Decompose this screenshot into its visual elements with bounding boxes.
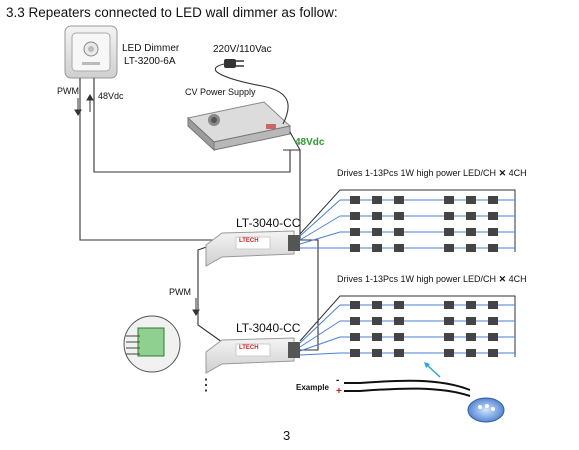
led-group-2-text: Drives 1-13Pcs 1W high power LED/CH — [337, 274, 497, 284]
example-wiring — [344, 362, 505, 423]
led-group-1-text: Drives 1-13Pcs 1W high power LED/CH — [337, 168, 497, 178]
channel-wires — [299, 199, 341, 356]
dimmer-name-label: LED Dimmer — [122, 43, 180, 54]
dimmer-model-label: LT-3200-6A — [124, 56, 176, 67]
repeater-2-brand: LTECH — [239, 345, 259, 351]
led-group-1-times: ✕ — [498, 168, 507, 178]
mains-voltage-label: 220V/110Vac — [213, 44, 272, 55]
page-number: 3 — [283, 428, 291, 443]
repeater-device-2 — [205, 337, 300, 374]
example-label: Example — [296, 383, 329, 392]
repeater-1-brand: LTECH — [239, 238, 259, 244]
led-group-1-caption: Drives 1-13Pcs 1W high power LED/CH ✕ 4C… — [337, 168, 527, 179]
led-dimmer-device — [64, 25, 118, 79]
repeater-device-1 — [205, 230, 300, 267]
led-group-2-channels: 4CH — [508, 274, 527, 284]
common-wires — [299, 189, 516, 357]
dimmer-pwm-label: PWM — [57, 86, 79, 96]
mains-plug — [224, 59, 244, 68]
repeater-link-pwm-label: PWM — [169, 287, 191, 297]
repeater-2-model: LT-3040-CC — [236, 321, 301, 335]
example-minus: - — [336, 375, 340, 386]
led-chips — [350, 196, 498, 357]
led-array-1 — [340, 199, 515, 249]
example-plus: + — [336, 386, 342, 397]
section-heading: 3.3 Repeaters connected to LED wall dimm… — [6, 5, 338, 20]
cv-power-supply-device — [186, 101, 292, 152]
signal-arrows — [74, 94, 200, 316]
led-array-2 — [340, 304, 515, 354]
led-group-2-caption: Drives 1-13Pcs 1W high power LED/CH ✕ 4C… — [337, 274, 527, 285]
supply-voltage-label: 48Vdc — [295, 137, 325, 148]
led-group-2-times: ✕ — [498, 274, 507, 284]
repeater-1-model: LT-3040-CC — [236, 216, 301, 230]
led-group-1-channels: 4CH — [508, 168, 527, 178]
continuation-ellipsis: ⋮ — [198, 377, 214, 394]
terminal-magnifier — [123, 315, 181, 373]
wires — [79, 63, 319, 351]
dimmer-voltage-label: 48Vdc — [98, 91, 124, 101]
power-supply-label: CV Power Supply — [185, 87, 256, 97]
